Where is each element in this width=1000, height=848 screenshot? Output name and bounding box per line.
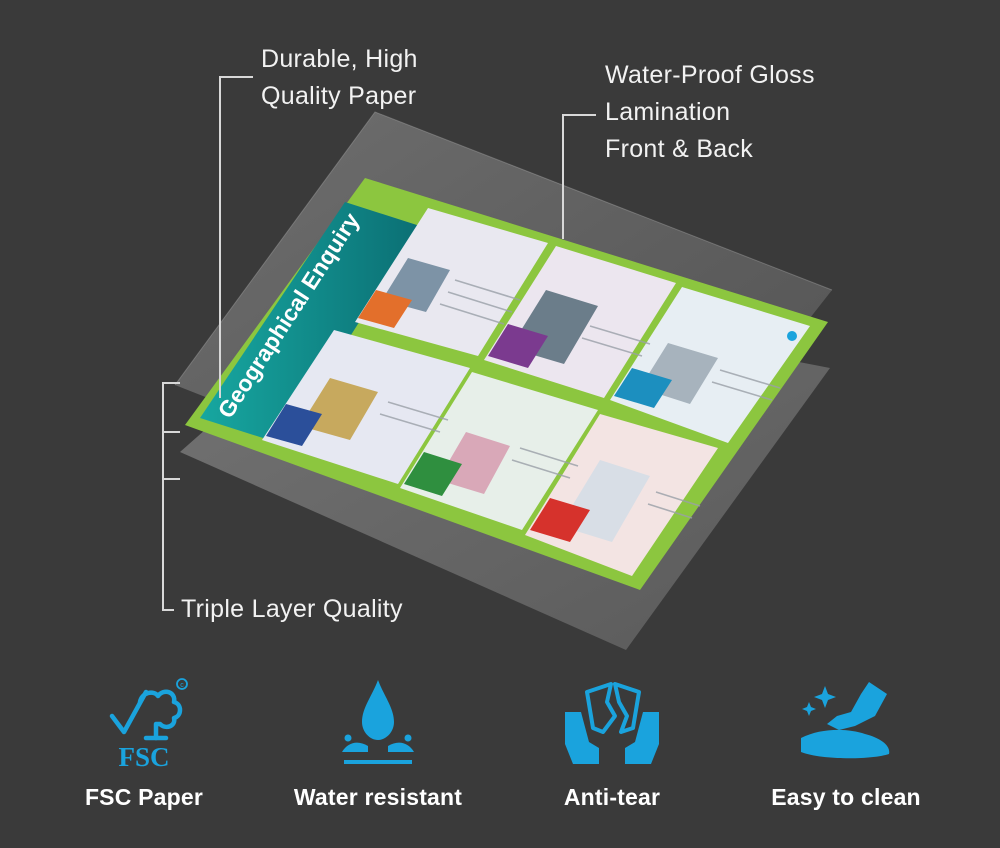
- feature-easy-to-clean: Easy to clean: [736, 660, 956, 848]
- feature-label: Easy to clean: [771, 784, 921, 810]
- bracket-tick: [162, 382, 180, 384]
- callout-triple-layer: Triple Layer Quality: [181, 595, 403, 623]
- poster-logo-icon: [787, 331, 797, 341]
- poster-panels: [262, 208, 810, 576]
- feature-label: FSC Paper: [84, 784, 204, 810]
- leader-line-lamination: [562, 114, 596, 116]
- leader-line-lamination: [562, 114, 564, 239]
- callout-gloss-lamination: Water-Proof Gloss Lamination Front & Bac…: [605, 61, 815, 163]
- callout-durable-paper: Durable, High Quality Paper: [261, 45, 418, 110]
- feature-anti-tear: Anti-tear: [502, 660, 722, 848]
- feature-row: c FSC FSC Paper Water resistant Anti-tea…: [0, 660, 1000, 848]
- fsc-tree-icon: c FSC: [109, 678, 188, 772]
- leader-line-paper: [219, 76, 253, 78]
- water-drop-icon: [342, 680, 414, 764]
- bracket-triple-layer: [162, 382, 164, 610]
- svg-text:c: c: [180, 682, 184, 689]
- feature-water-resistant: Water resistant: [268, 660, 488, 848]
- cleaning-hand-icon: [801, 682, 890, 759]
- poster-panel: [355, 208, 548, 356]
- feature-label: Water resistant: [293, 784, 463, 810]
- bracket-tick: [162, 609, 174, 611]
- bracket-tick: [162, 478, 180, 480]
- feature-fsc-paper: c FSC FSC Paper: [34, 660, 254, 848]
- laminated-poster-illustration: Geographical Enquiry: [174, 111, 833, 650]
- poster-title-band: [200, 202, 420, 444]
- leader-line-paper: [219, 76, 221, 398]
- fsc-mark: FSC: [118, 742, 169, 772]
- feature-label: Anti-tear: [563, 784, 661, 810]
- torn-paper-hands-icon: [565, 682, 659, 764]
- bracket-tick: [162, 431, 180, 433]
